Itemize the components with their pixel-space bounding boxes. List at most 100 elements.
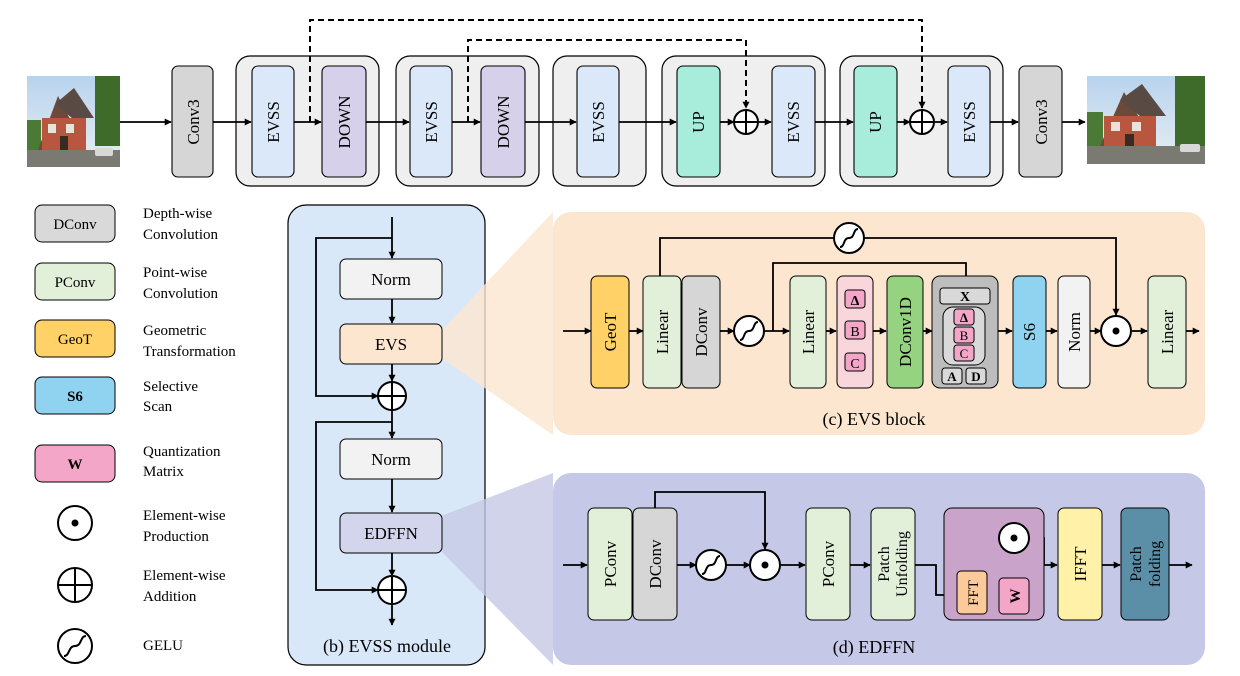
down-block-1: DOWN — [321, 65, 367, 178]
legend-swatch-s6 — [34, 376, 116, 415]
b-label: B — [960, 328, 969, 343]
legend-swatch-w — [34, 444, 116, 483]
c-label: C — [850, 357, 859, 372]
legend: DConv Depth-wise Convolution PConv Point… — [34, 204, 236, 664]
evs-block-caption: (c) EVS block — [823, 409, 926, 430]
geot-label: GeoT — [601, 312, 620, 351]
evs-linear-block-2: Linear — [789, 275, 827, 389]
legend-box-label: GeoT — [58, 332, 92, 348]
evs-s6-block: S6 — [1012, 275, 1047, 389]
evss-add-node-1 — [377, 381, 407, 411]
edffn-ifft-block: IFFT — [1057, 507, 1103, 621]
edffn-production-node-1 — [749, 549, 781, 581]
linear-label: Linear — [1158, 309, 1177, 354]
legend-box-label: S6 — [67, 389, 83, 405]
element-wise-addition-icon — [57, 567, 93, 603]
d-label: D — [971, 369, 980, 384]
legend-box-label: PConv — [55, 275, 96, 291]
edffn-zoom-wedge — [441, 473, 553, 665]
evs-dconv-block: DConv — [681, 275, 721, 389]
evss-edffn-block: EDFFN — [339, 512, 443, 554]
dconv-label: DConv — [646, 539, 665, 589]
legend-text: Selective — [143, 379, 198, 395]
element-wise-production-icon — [57, 505, 93, 541]
b-label: B — [850, 325, 859, 340]
conv3-label: Conv3 — [184, 99, 203, 144]
evss-norm-block-1: Norm — [339, 258, 443, 300]
evss-block-3: EVSS — [576, 65, 620, 178]
fft-label: FFT — [966, 580, 982, 606]
legend-text: Scan — [143, 399, 173, 415]
evss-add-node-2 — [377, 575, 407, 605]
up-label: UP — [689, 111, 708, 133]
s6-label: S6 — [1020, 323, 1039, 341]
legend-swatch-pconv — [34, 262, 116, 301]
legend-text: Point-wise — [143, 265, 208, 281]
skip-connection-outer — [309, 19, 926, 122]
legend-text: Production — [143, 529, 209, 545]
evss-module-arrows — [315, 217, 396, 626]
pconv-label: PConv — [601, 540, 620, 587]
evs-label: EVS — [375, 335, 407, 354]
evs-zoom-wedge — [441, 212, 553, 435]
delta-label: Δ — [960, 310, 968, 325]
evs-linear-block-3: Linear — [1147, 275, 1187, 389]
add-node-1 — [733, 109, 759, 135]
down-block-2: DOWN — [480, 65, 526, 178]
legend-text: Element-wise — [143, 568, 226, 584]
legend-text: Transformation — [143, 344, 236, 360]
edffn-patch-unfolding-block: Patch Unfolding — [870, 507, 916, 621]
down-label: DOWN — [494, 96, 513, 149]
legend-text: GELU — [143, 638, 183, 654]
add-node-2 — [909, 109, 935, 135]
evss-norm-block-2: Norm — [339, 438, 443, 480]
down-label: DOWN — [335, 96, 354, 149]
evss-block-1: EVSS — [251, 65, 295, 178]
evss-block-2: EVSS — [409, 65, 453, 178]
evss-module-caption: (b) EVSS module — [323, 636, 451, 657]
evs-gelu-node — [733, 315, 765, 347]
norm-label: Norm — [371, 450, 411, 469]
legend-text: Convolution — [143, 286, 219, 302]
evss-block-4: EVSS — [771, 65, 816, 178]
legend-text: Quantization — [143, 444, 221, 460]
patch-unfolding-label-1: Patch — [876, 546, 893, 582]
edffn-pconv-block-1: PConv — [587, 507, 633, 621]
legend-text: Element-wise — [143, 508, 226, 524]
x-label: X — [960, 290, 970, 305]
edffn-frequency-block: FFT W — [943, 507, 1045, 621]
conv3-block-input: Conv3 — [171, 65, 214, 178]
pconv-label: PConv — [819, 540, 838, 587]
evss-evs-block: EVS — [339, 323, 443, 365]
skip-connection-inner — [467, 39, 750, 122]
legend-text: Addition — [143, 589, 197, 605]
conv3-block-output: Conv3 — [1018, 65, 1063, 178]
evs-norm-block: Norm — [1057, 275, 1091, 389]
linear-label: Linear — [799, 309, 818, 354]
legend-box-label: DConv — [53, 217, 97, 233]
edffn-dconv-block: DConv — [632, 507, 678, 621]
w-label: W — [1008, 589, 1024, 604]
edffn-label: EDFFN — [364, 524, 418, 543]
evss-label: EVSS — [589, 101, 608, 143]
legend-text: Depth-wise — [143, 206, 212, 222]
evs-dbc-block: Δ B C — [836, 275, 874, 389]
delta-label: Δ — [851, 294, 860, 309]
dconv-label: DConv — [692, 307, 711, 357]
evss-label: EVSS — [422, 101, 441, 143]
up-label: UP — [866, 111, 885, 133]
ifft-label: IFFT — [1071, 546, 1090, 582]
norm-label: Norm — [371, 270, 411, 289]
conv3-label: Conv3 — [1032, 99, 1051, 144]
up-block-2: UP — [853, 65, 898, 178]
evss-label: EVSS — [264, 101, 283, 143]
a-label: A — [947, 369, 957, 384]
evs-block-arrows — [563, 237, 1200, 335]
patch-folding-label-2: folding — [1147, 541, 1164, 587]
linear-label: Linear — [653, 309, 672, 354]
patch-folding-label-1: Patch — [1128, 546, 1145, 582]
up-block-1: UP — [676, 65, 721, 178]
edffn-caption: (d) EDFFN — [833, 637, 916, 658]
norm-label: Norm — [1065, 312, 1084, 352]
evs-geot-block: GeoT — [590, 275, 630, 389]
